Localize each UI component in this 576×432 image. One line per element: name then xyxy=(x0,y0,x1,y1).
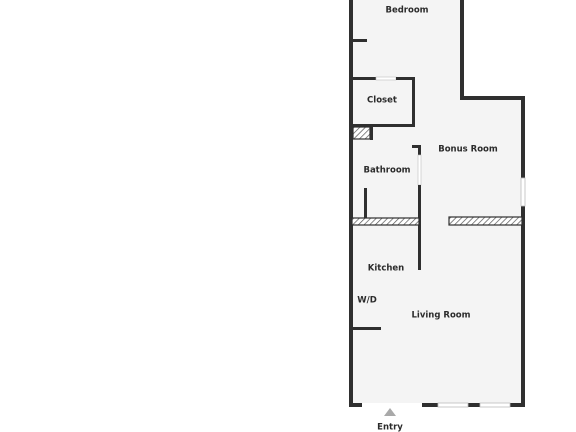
wall-wd-stub xyxy=(352,327,381,330)
label-kitchen: Kitchen xyxy=(368,264,404,274)
wall-bedroom-right xyxy=(460,0,464,100)
label-living-room: Living Room xyxy=(412,311,471,321)
label-bedroom: Bedroom xyxy=(385,6,428,16)
window-bottom-2 xyxy=(479,402,511,408)
label-wd: W/D xyxy=(357,296,377,306)
entry-door-opening xyxy=(362,403,422,407)
window-bonus-right xyxy=(520,177,526,207)
wall-bath-right xyxy=(418,145,421,155)
floor-area xyxy=(352,0,522,405)
wall-bath-stub xyxy=(364,188,367,218)
wall-bonus-top xyxy=(460,96,524,100)
wall-closet-bottom xyxy=(352,124,415,127)
wall-chase-right xyxy=(370,127,373,140)
window-bottom-1 xyxy=(437,402,469,408)
wall-bath-right-jog xyxy=(412,145,421,148)
wall-closet-top-left xyxy=(352,77,376,80)
label-entry: Entry xyxy=(377,423,403,432)
wall-closet-right xyxy=(412,77,415,127)
closet-door-opening xyxy=(375,76,397,81)
bathroom-door-opening xyxy=(417,154,422,186)
wall-bath-right-lower xyxy=(418,185,421,270)
wall-bedroom-stub xyxy=(352,39,367,42)
hatched-wall-bonus xyxy=(448,216,523,226)
triangle-up-icon xyxy=(384,408,396,416)
hatched-wall-bathroom xyxy=(351,217,420,226)
label-bathroom: Bathroom xyxy=(363,166,410,176)
label-closet: Closet xyxy=(367,96,397,106)
wall-bottom-exterior xyxy=(349,403,525,407)
hatched-chase-closet xyxy=(352,126,371,140)
label-bonus-room: Bonus Room xyxy=(438,145,498,155)
wall-left-exterior xyxy=(349,0,353,407)
wall-right-exterior xyxy=(521,96,525,407)
wall-closet-top-right xyxy=(396,77,415,80)
